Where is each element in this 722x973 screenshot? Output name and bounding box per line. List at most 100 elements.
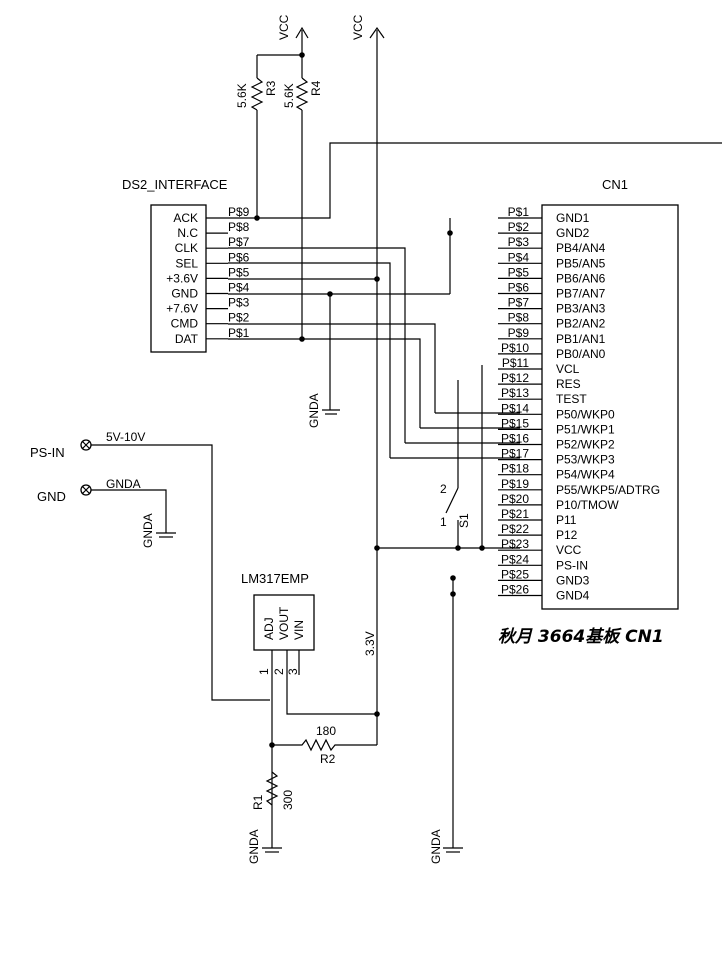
svg-text:R4: R4 xyxy=(309,80,323,96)
ds2-pin-label: +3.6V xyxy=(166,271,198,285)
cn1-pin-label: P54/WKP4 xyxy=(556,468,615,482)
cn1-pin-label: P52/WKP2 xyxy=(556,438,615,452)
cn1-pin-number: P$19 xyxy=(501,477,529,491)
ds2-pin: +7.6V P$3 xyxy=(166,296,249,316)
board-caption: 秋月 3664基板 CN1 xyxy=(498,627,664,647)
cn1-pin-number: P$14 xyxy=(501,401,529,415)
ds2-pin-number: P$1 xyxy=(228,326,250,340)
ds2-pin: ACK P$9 xyxy=(173,205,249,225)
ds2-pin-number: P$3 xyxy=(228,296,250,310)
cn1-pin: P$18 P54/WKP4 xyxy=(498,462,615,482)
svg-text:GNDA: GNDA xyxy=(307,393,321,428)
regulator-name: LM317EMP xyxy=(241,571,309,586)
ds2-pin-number: P$4 xyxy=(228,281,250,295)
cn1-pin-number: P$4 xyxy=(508,250,530,264)
cn1-pin-label: GND1 xyxy=(556,211,590,225)
cn1-pin-number: P$1 xyxy=(508,205,530,219)
svg-text:5V-10V: 5V-10V xyxy=(106,430,145,444)
cn1-pin-label: GND4 xyxy=(556,589,590,603)
cn1-pin-label: P50/WKP0 xyxy=(556,407,615,421)
svg-text:3: 3 xyxy=(286,668,300,675)
resistor-r1: R1 300 xyxy=(251,771,295,810)
gnd-terminal: GND GNDA GNDA xyxy=(37,477,176,548)
resistor-r3: 5.6K R3 xyxy=(235,77,278,111)
ds2-pin: +3.6V P$5 xyxy=(166,265,249,285)
ds2-pin-label: CLK xyxy=(175,241,198,255)
ds2-pin-label: +7.6V xyxy=(166,302,198,316)
cn1-pin-number: P$7 xyxy=(508,296,530,310)
switch-s1: 2 1 S1 xyxy=(440,482,471,548)
cn1-pin-number: P$9 xyxy=(508,326,530,340)
cn1-pin: P$15 P51/WKP1 xyxy=(498,416,615,436)
cn1-pin-number: P$17 xyxy=(501,447,529,461)
cn1-pin-label: P51/WKP1 xyxy=(556,422,615,436)
cn1-pin-label: PB3/AN3 xyxy=(556,302,606,316)
cn1-pin-number: P$12 xyxy=(501,371,529,385)
svg-text:ADJ: ADJ xyxy=(262,617,276,640)
svg-text:2: 2 xyxy=(272,668,286,675)
ds2-pin-number: P$6 xyxy=(228,250,250,264)
cn1-connector: CN1 xyxy=(541,177,679,610)
ds2-pin-number: P$5 xyxy=(228,265,250,279)
ds2-title: DS2_INTERFACE xyxy=(122,177,228,192)
cn1-pin-label: PB1/AN1 xyxy=(556,332,606,346)
ds2-pin-number: P$8 xyxy=(228,220,250,234)
gnda-symbol-lm317: GNDA xyxy=(247,829,282,864)
svg-text:R1: R1 xyxy=(251,794,265,810)
cn1-pin-number: P$3 xyxy=(508,235,530,249)
cn1-pin: P$14 P50/WKP0 xyxy=(498,401,615,421)
ds2-pin-label: N.C xyxy=(177,226,198,240)
cn1-pin-label: P55/WKP5/ADTRG xyxy=(556,483,660,497)
svg-text:5.6K: 5.6K xyxy=(282,83,296,108)
cn1-pin-number: P$18 xyxy=(501,462,529,476)
cn1-pin-label: PB2/AN2 xyxy=(556,317,606,331)
resistor-r4: 5.6K R4 xyxy=(282,77,323,111)
cn1-pin-number: P$21 xyxy=(501,507,529,521)
ds2-pin-label: ACK xyxy=(173,211,198,225)
ds2-pin-number: P$2 xyxy=(228,311,250,325)
gnda-symbol-ds2: GNDA xyxy=(307,393,340,428)
cn1-pin: P$1 GND1 xyxy=(498,205,590,225)
svg-text:300: 300 xyxy=(281,790,295,810)
svg-text:R3: R3 xyxy=(264,80,278,96)
ds2-pin-number: P$9 xyxy=(228,205,250,219)
ps-in-terminal: PS-IN 5V-10V xyxy=(30,430,270,701)
svg-text:1: 1 xyxy=(440,515,447,529)
svg-text:PS-IN: PS-IN xyxy=(30,445,65,460)
cn1-pin-label: PB0/AN0 xyxy=(556,347,606,361)
cn1-pin: P$9 PB1/AN1 xyxy=(498,326,606,346)
svg-text:VIN: VIN xyxy=(292,620,306,640)
ds2-pin: GND P$4 xyxy=(171,281,249,301)
svg-text:R2: R2 xyxy=(320,752,336,766)
cn1-pin-number: P$5 xyxy=(508,265,530,279)
vcc-symbol-right: VCC xyxy=(351,14,385,60)
lm317-regulator: LM317EMP ADJ VOUT VIN 1 2 3 xyxy=(241,571,377,848)
cn1-pin-number: P$26 xyxy=(501,583,529,597)
ds2-pin-label: GND xyxy=(171,287,198,301)
cn1-pin-label: P12 xyxy=(556,528,578,542)
cn1-pin-number: P$15 xyxy=(501,416,529,430)
cn1-pin: P$19 P55/WKP5/ADTRG xyxy=(498,477,660,497)
svg-text:GNDA: GNDA xyxy=(106,477,141,491)
cn1-pin-label: PB7/AN7 xyxy=(556,287,606,301)
resistor-r2: 180 R2 xyxy=(272,724,377,766)
cn1-pin-number: P$11 xyxy=(502,356,529,370)
v33-label: 3.3V xyxy=(363,631,377,656)
cn1-pin-label: GND2 xyxy=(556,226,590,240)
cn1-pin-label: VCC xyxy=(556,543,582,557)
